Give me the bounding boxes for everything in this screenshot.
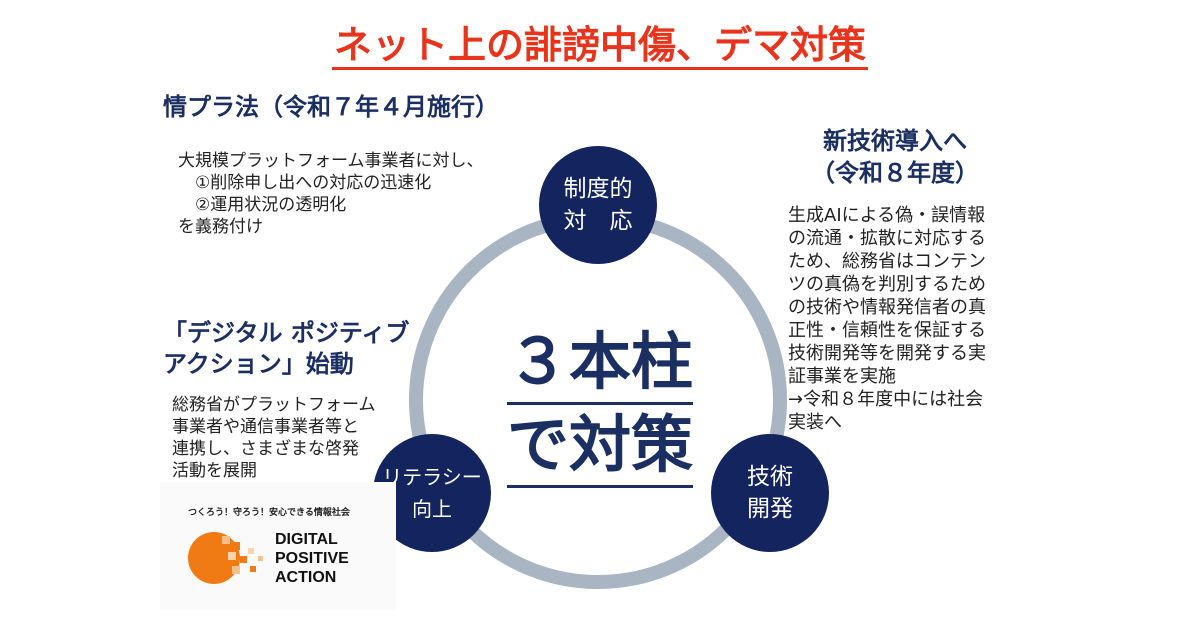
left-top-body: 大規模プラットフォーム事業者に対し、 ①削除申し出への対応の迅速化 ②運用状況の… xyxy=(178,151,484,237)
right-heading-1: 新技術導入へ xyxy=(823,127,967,155)
right-body: 生成AIによる偽・誤情報 の流通・拡散に対応する ため、総務省はコンテン ツの真… xyxy=(788,205,986,433)
logo-line-3: ACTION xyxy=(275,569,337,586)
left-bottom-heading-2: アクション」始動 xyxy=(163,350,354,378)
left-bottom-body: 総務省がプラットフォーム 事業者や通信事業者等と 連携し、さまざまな啓発 活動を… xyxy=(172,395,376,481)
page-title: ネット上の誹謗中傷、デマ対策 xyxy=(0,14,1200,70)
logo-line-2: POSITIVE xyxy=(275,550,349,567)
center-label: ３本柱 で対策 xyxy=(480,322,720,488)
right-heading-2: （令和８年度） xyxy=(811,159,979,187)
logo-tagline: つくろう！守ろう！安心できる情報社会 xyxy=(188,508,350,518)
digital-positive-action-logo: つくろう！守ろう！安心できる情報社会 DIGITAL POSITIVE ACTI… xyxy=(160,482,396,610)
node-institutional: 制度的 対 応 xyxy=(539,146,657,264)
center-line-2: で対策 xyxy=(506,405,693,488)
node-technology: 技術 開発 xyxy=(711,434,829,552)
logo-line-1: DIGITAL xyxy=(275,531,338,548)
logo-mark-icon xyxy=(188,532,263,584)
left-bottom-heading-1: 「デジタル ポジティブ xyxy=(163,319,410,347)
left-top-heading: 情プラ法（令和７年４月施行） xyxy=(163,93,499,121)
center-line-1: ３本柱 xyxy=(506,322,693,405)
